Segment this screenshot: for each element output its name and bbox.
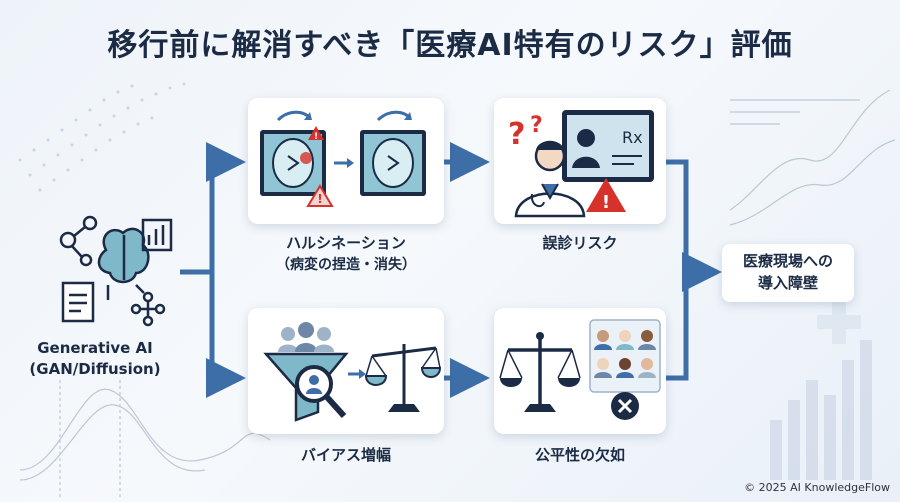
fairness-card xyxy=(494,308,666,434)
source-label-line2: (GAN/Diffusion) xyxy=(29,360,161,378)
source-label-line1: Generative AI xyxy=(37,339,153,357)
wave-lines-bottom-left xyxy=(19,380,271,500)
bar-chart-bottom-right xyxy=(770,340,872,480)
dot-pattern-left xyxy=(18,82,186,192)
copyright-notice: © 2025 AI KnowledgeFlow xyxy=(744,481,890,494)
hallucination-label: ハルシネーション （病変の捏造・消失） xyxy=(240,232,452,276)
arrow-fairness-to-outcome xyxy=(665,252,722,381)
outcome-label-line2: 導入障壁 xyxy=(757,274,818,292)
svg-text:?: ? xyxy=(508,117,525,152)
misdiagnosis-label: 誤診リスク xyxy=(542,234,618,252)
outcome-box: 医療現場への 導入障壁 xyxy=(722,244,854,302)
bias-card xyxy=(248,308,444,434)
bias-label: バイアス増幅 xyxy=(300,446,391,464)
generative-ai-icon xyxy=(59,215,173,327)
svg-text:!: ! xyxy=(314,132,318,142)
hallucination-label-line1: ハルシネーション xyxy=(286,234,406,252)
medical-cross-decoration xyxy=(817,300,861,344)
svg-text:?: ? xyxy=(530,113,543,138)
hallucination-label-line2: （病変の捏造・消失） xyxy=(276,257,416,273)
outcome-label-line1: 医療現場への xyxy=(742,252,833,270)
arrow-to-bias xyxy=(206,272,246,398)
brain-scan-comparison-icon: ! ! xyxy=(260,110,426,207)
fairness-label: 公平性の欠如 xyxy=(534,446,625,464)
unfair-scale-people-icon xyxy=(499,319,661,420)
page-title: 移行前に解消すべき「医療AI特有のリスク」評価 xyxy=(107,28,793,63)
doctor-question-icon: Rx ? ? ! xyxy=(508,110,654,218)
source-label: Generative AI (GAN/Diffusion) xyxy=(10,338,180,380)
line-chart-top-right xyxy=(729,89,896,226)
misdiagnosis-card: Rx ? ? ! xyxy=(494,98,666,224)
svg-text:!: ! xyxy=(317,192,322,206)
arrow-to-hallucination xyxy=(180,142,246,275)
arrow-misdiagnosis-to-outcome xyxy=(665,159,689,272)
svg-text:!: ! xyxy=(602,192,610,213)
svg-text:Rx: Rx xyxy=(622,128,643,147)
hallucination-card: ! ! xyxy=(248,98,444,224)
bias-funnel-scale-icon xyxy=(263,322,442,422)
